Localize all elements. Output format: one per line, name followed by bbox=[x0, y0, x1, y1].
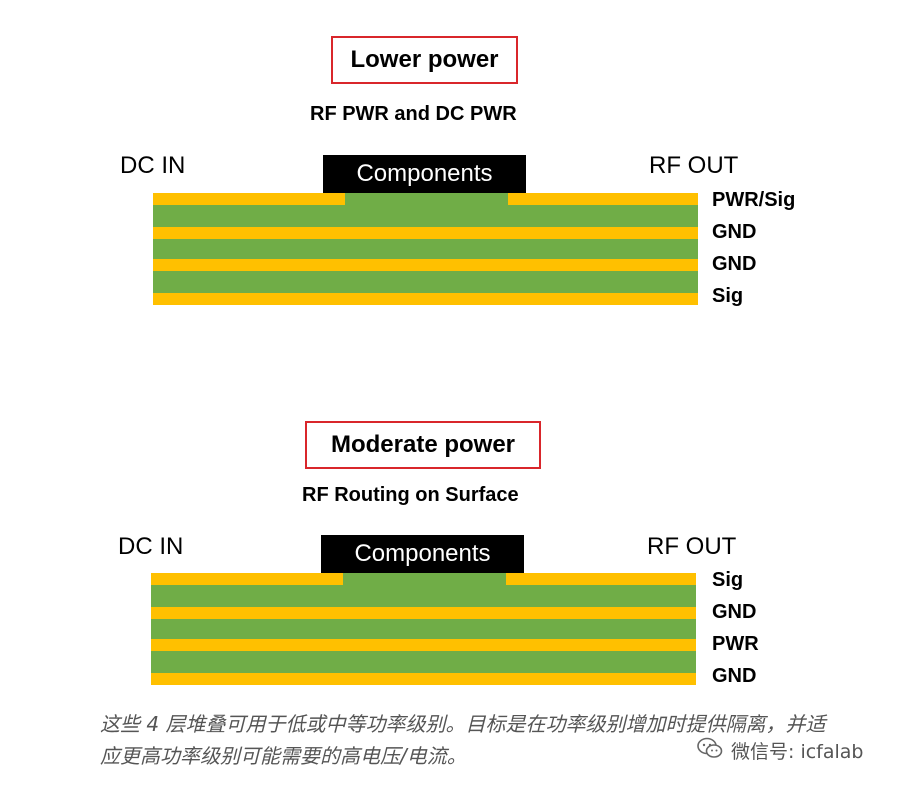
layer-label: PWR/Sig bbox=[712, 189, 796, 211]
copper-layer-2 bbox=[153, 227, 698, 239]
watermark: 微信号: icfalab bbox=[697, 737, 863, 764]
copper-layer-bottom bbox=[151, 673, 696, 685]
copper-layer-2 bbox=[151, 607, 696, 619]
layer-label: PWR bbox=[712, 633, 759, 655]
copper-layer-top-right bbox=[506, 573, 696, 585]
stackup-subtitle: RF Routing on Surface bbox=[302, 484, 519, 506]
layer-label: Sig bbox=[712, 569, 744, 591]
copper-layer-top-right bbox=[508, 193, 698, 205]
wechat-icon bbox=[697, 737, 723, 764]
dc-in-label: DC IN bbox=[120, 152, 186, 179]
dielectric-layer bbox=[151, 585, 696, 607]
copper-layer-top-left bbox=[151, 573, 343, 585]
components-block: Components bbox=[323, 155, 526, 193]
rf-out-label: RF OUT bbox=[647, 533, 737, 560]
stackup-subtitle: RF PWR and DC PWR bbox=[310, 103, 517, 125]
copper-layer-bottom bbox=[153, 293, 698, 305]
components-block: Components bbox=[321, 535, 524, 573]
copper-layer-3 bbox=[153, 259, 698, 271]
watermark-text: 微信号: icfalab bbox=[731, 741, 864, 763]
layer-label: GND bbox=[712, 221, 757, 243]
stackup-title: Moderate power bbox=[305, 421, 541, 469]
dielectric-layer bbox=[153, 205, 698, 227]
stackup-title: Lower power bbox=[331, 36, 518, 84]
figure-caption: 这些 4 层堆叠可用于低或中等功率级别。目标是在功率级别增加时提供隔离，并适应更… bbox=[100, 712, 826, 768]
layer-label: Sig bbox=[712, 285, 744, 307]
dielectric-layer bbox=[153, 271, 698, 293]
layer-label: GND bbox=[712, 601, 757, 623]
copper-layer-top-left bbox=[153, 193, 345, 205]
layer-label: GND bbox=[712, 665, 757, 687]
dielectric-layer bbox=[151, 651, 696, 673]
dielectric-under-component bbox=[345, 193, 508, 205]
dielectric-under-component bbox=[343, 573, 506, 585]
dielectric-layer bbox=[151, 619, 696, 639]
copper-layer-3 bbox=[151, 639, 696, 651]
layer-label: GND bbox=[712, 253, 757, 275]
dielectric-layer bbox=[153, 239, 698, 259]
dc-in-label: DC IN bbox=[118, 533, 184, 560]
rf-out-label: RF OUT bbox=[649, 152, 739, 179]
